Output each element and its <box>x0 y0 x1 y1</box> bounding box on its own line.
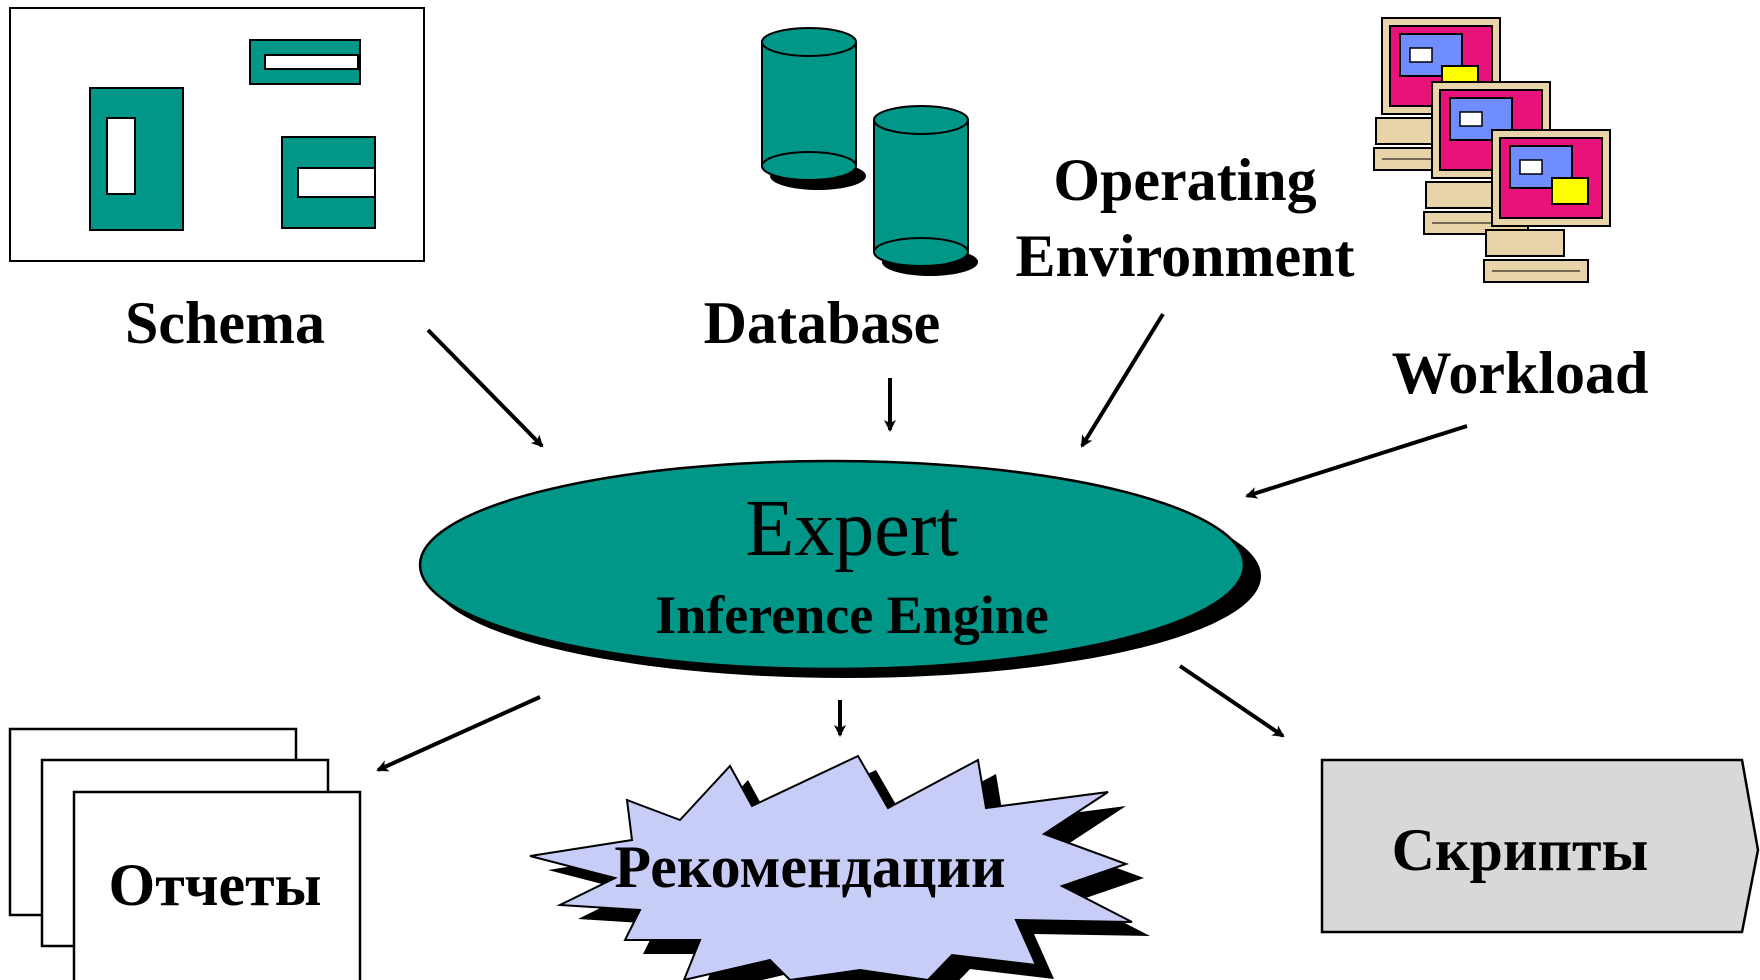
database-label: Database <box>704 290 941 356</box>
starburst-icon <box>529 754 1150 980</box>
recommendations-label: Рекомендации <box>614 834 1005 900</box>
computer-workstation-icon <box>1373 17 1611 283</box>
output-arrows <box>376 664 1285 772</box>
expert-engine-ellipse <box>418 459 1261 678</box>
database-cylinder-icon <box>761 27 978 276</box>
operating-environment-label-line1: Operating <box>1053 147 1316 213</box>
arrow-environment-to-engine <box>1080 312 1165 448</box>
schema-diagram-icon <box>9 7 425 262</box>
operating-environment-label-line2: Environment <box>1016 223 1355 289</box>
arrow-engine-to-reports <box>376 695 541 772</box>
workload-label: Workload <box>1392 340 1649 406</box>
scripts-label: Скрипты <box>1392 817 1649 883</box>
schema-label: Schema <box>125 290 325 356</box>
arrow-engine-to-scripts <box>1178 664 1285 738</box>
reports-label: Отчеты <box>109 852 322 918</box>
input-arrows <box>426 312 1468 499</box>
pentagon-arrow-icon <box>1320 758 1760 934</box>
arrow-workload-to-engine <box>1245 424 1468 499</box>
document-stack-icon <box>8 727 362 980</box>
engine-title: Expert <box>745 485 958 573</box>
arrow-schema-to-engine <box>426 328 544 448</box>
engine-subtitle: Inference Engine <box>655 585 1048 645</box>
